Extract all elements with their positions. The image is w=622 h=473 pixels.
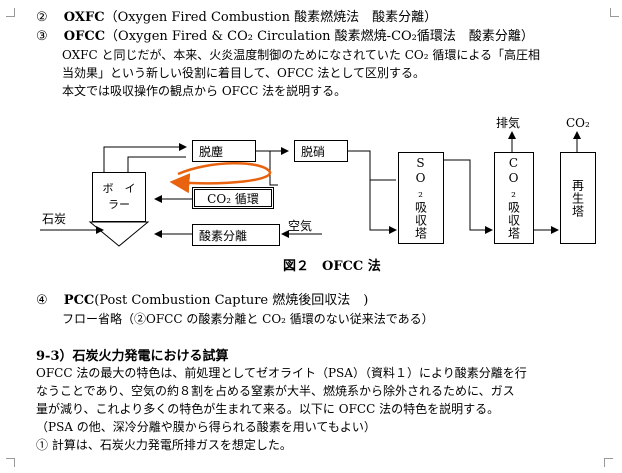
item-name: OXFC: [63, 10, 105, 25]
co2-out-label: CO₂: [566, 116, 590, 130]
item-desc: (Post Combustion Capture 燃焼後回収法 ): [94, 293, 369, 308]
section-paragraph-line: なうことであり、空気の約８割を占める窒素が大半、燃焼系から除外されるために、ガス: [36, 384, 515, 398]
item-ofcc: ③ OFCC（Oxygen Fired & CO₂ Circulation 酸素…: [36, 29, 534, 45]
item-number: ③: [36, 29, 48, 44]
section-heading: 9-3）石炭火力発電における試算: [36, 349, 229, 364]
section-paragraph-line: 量が減り、これより多くの特色が生まれて来る。以下に OFCC 法の特色を説明する…: [36, 402, 500, 416]
desulf-box: 脱塵: [192, 140, 256, 162]
exhaust-label: 排気: [496, 116, 521, 130]
page-corner-mark: [604, 458, 613, 467]
item-number: ④: [36, 293, 48, 308]
section-paragraph-line: OFCC 法の最大の特色は、前処理としてゼオライト（PSA）（資料１）により酸素…: [36, 366, 527, 380]
ofcc-text-line: OXFC と同じだが、本来、火炎温度制御のためになされていた CO₂ 循環による…: [62, 48, 540, 62]
item-pcc: ④ PCC(Post Combustion Capture 燃焼後回収法 ): [36, 293, 368, 309]
section-paragraph-line: （PSA の他、深冷分離や膜から得られる酸素を用いてもよい）: [36, 420, 376, 434]
so2-absorber: SO₂吸収塔: [398, 152, 444, 244]
oxygen-sep-box: 酸素分離: [192, 224, 280, 246]
page-corner-mark: [610, 8, 619, 17]
coal-label: 石炭: [42, 212, 67, 226]
boiler-funnel: [88, 221, 150, 247]
item-name: OFCC: [63, 29, 106, 44]
denox-box: 脱硝: [294, 140, 348, 162]
ofcc-text-line: 当効果」という新しい役割に着目して、OFCC 法として区別する。: [62, 66, 426, 80]
boiler-box: ボ イ ラー: [92, 172, 146, 222]
regen-tower: 再生塔: [560, 152, 596, 244]
item-oxfc: ② OXFC（Oxygen Fired Combustion 酸素燃焼法 酸素分…: [36, 10, 437, 26]
co2-absorber: CO₂吸収塔: [494, 152, 534, 244]
page-corner-mark: [6, 458, 15, 467]
item-desc: （Oxygen Fired Combustion 酸素燃焼法 酸素分離）: [104, 10, 438, 25]
page-corner-mark: [6, 8, 15, 17]
figure-caption: 図２ OFCC 法: [283, 259, 381, 274]
section-paragraph-line: ① 計算は、石炭火力発電所排ガスを想定した。: [36, 438, 292, 452]
air-label: 空気: [288, 219, 313, 233]
recirculation-arrow: [169, 162, 272, 194]
item-desc: （Oxygen Fired & CO₂ Circulation 酸素燃焼-CO₂…: [105, 29, 534, 44]
item-name: PCC: [63, 293, 95, 308]
item-number: ②: [36, 10, 48, 25]
pcc-text-line: フロー省略（②OFCC の酸素分離と CO₂ 循環のない従来法である）: [62, 312, 434, 326]
ofcc-text-line: 本文では吸収操作の観点から OFCC 法を説明する。: [62, 84, 347, 98]
co2-loop-box: CO₂ 循環: [192, 187, 274, 209]
